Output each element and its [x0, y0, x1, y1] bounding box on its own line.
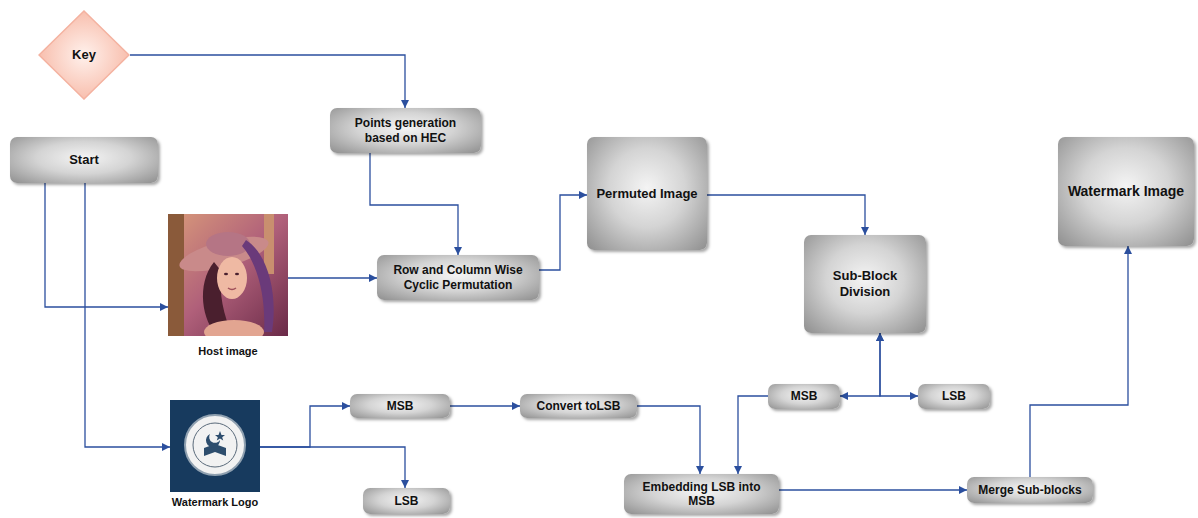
flow-arrow [539, 195, 587, 270]
node-label: Watermark Image [1068, 183, 1184, 200]
start-box: Start [10, 137, 158, 183]
host-image-picture [168, 214, 288, 336]
flow-arrow [260, 447, 405, 488]
bit-box: LSB [918, 384, 990, 409]
node-label: Permuted Image [596, 186, 697, 202]
node-label: LSB [395, 494, 419, 508]
output-box: Watermark Image [1058, 137, 1194, 246]
watermark-logo: Watermark Logo [170, 400, 260, 492]
node-label: MSB [791, 389, 818, 403]
node-label: Convert toLSB [537, 399, 621, 413]
node-label: Points generation based on HEC [336, 116, 475, 145]
flow-arrow [450, 405, 520, 406]
node-label: Merge Sub-blocks [978, 483, 1081, 497]
process-box: Row and Column Wise Cyclic Permutation [377, 255, 539, 300]
host-image: Host image [168, 214, 288, 336]
flow-arrow [637, 406, 700, 474]
node-label: LSB [942, 389, 966, 403]
node-label: Sub-Block Division [810, 268, 920, 299]
flow-arrow [779, 489, 967, 490]
key-diamond: Key [38, 10, 130, 100]
process-box: Convert toLSB [520, 394, 637, 418]
process-box: Embedding LSB into MSB [624, 474, 779, 514]
flow-arrow [707, 195, 865, 235]
flow-arrow [45, 183, 168, 307]
flow-arrow [288, 277, 377, 278]
bit-box: MSB [350, 394, 450, 418]
process-box: Merge Sub-blocks [967, 477, 1093, 503]
flow-arrow [260, 406, 350, 447]
node-label: Row and Column Wise Cyclic Permutation [383, 263, 533, 292]
flow-arrow [738, 396, 768, 474]
flow-arrow [85, 183, 170, 447]
flow-arrow [1030, 246, 1128, 477]
bit-box: MSB [768, 384, 840, 409]
node-label: Embedding LSB into MSB [630, 480, 773, 509]
watermark-logo-picture [170, 400, 260, 492]
bit-box: LSB [363, 488, 450, 514]
flow-arrow [370, 153, 458, 255]
node-label: MSB [387, 399, 414, 413]
node-label: Host image [198, 345, 257, 358]
node-label: Start [69, 152, 99, 168]
flow-arrow [130, 55, 405, 108]
process-box: Sub-Block Division [804, 235, 926, 333]
process-box: Permuted Image [587, 137, 707, 250]
flow-arrow [840, 333, 880, 396]
node-label: Key [72, 47, 96, 63]
process-box: Points generation based on HEC [330, 108, 481, 153]
flow-arrow [880, 333, 918, 396]
node-label: Watermark Logo [172, 496, 258, 509]
